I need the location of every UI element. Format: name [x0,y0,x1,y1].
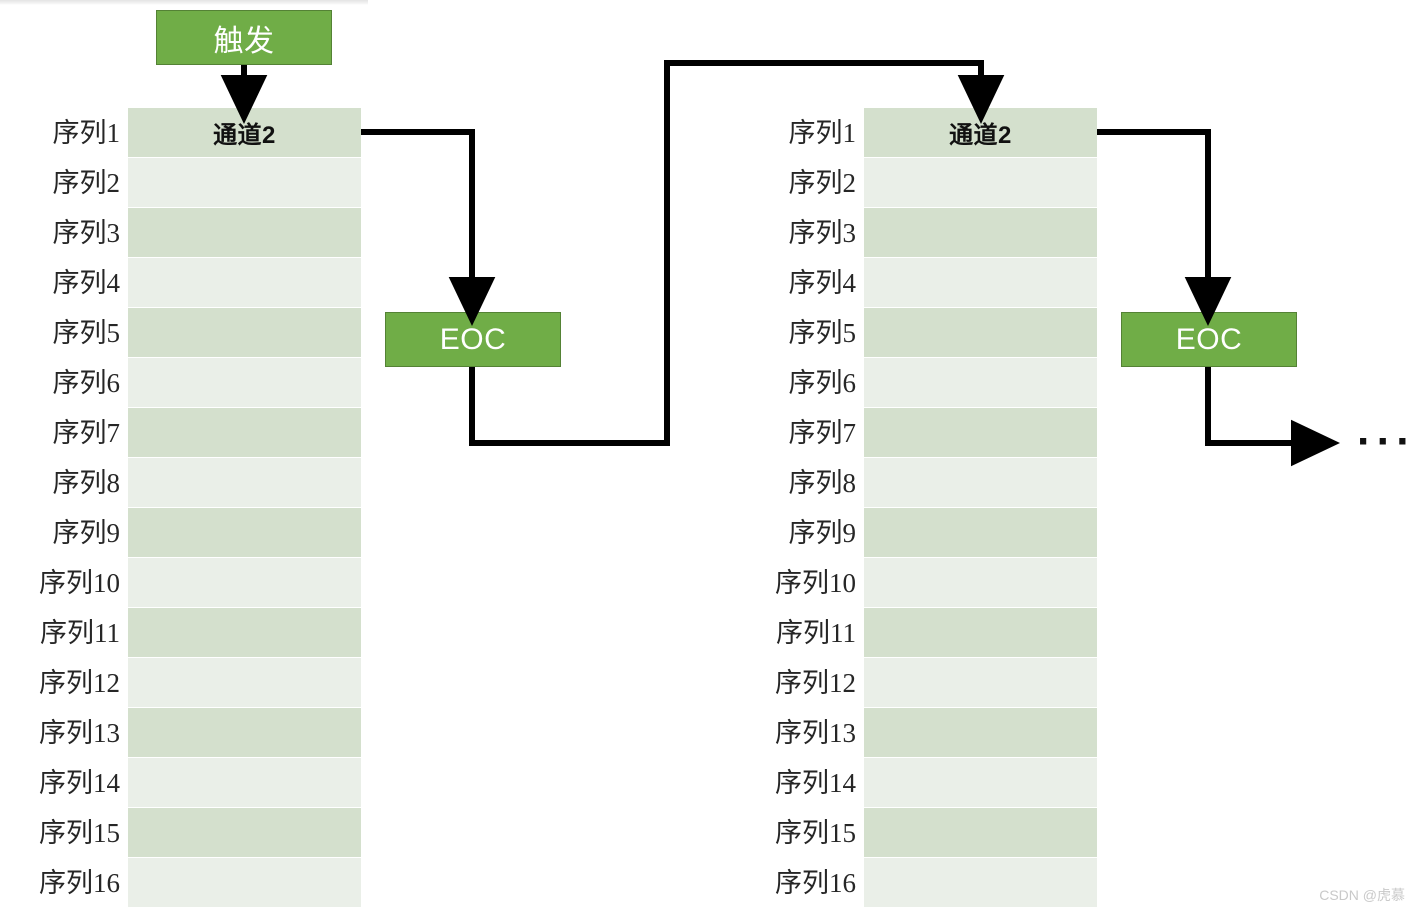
sequence-label: 序列2 [788,168,857,198]
sequence-label: 序列14 [39,768,120,798]
sequence-cell [864,258,1097,307]
sequence-table-2: 通道2 [864,108,1097,908]
sequence-cell [128,158,361,207]
sequence-cell [864,608,1097,657]
sequence-cell [128,308,361,357]
sequence-cell [864,558,1097,607]
sequence-cell [128,458,361,507]
sequence-label: 序列15 [39,818,120,848]
sequence-label: 序列10 [39,568,120,598]
sequence-label: 序列1 [788,118,857,148]
sequence-cell [128,808,361,857]
top-edge-band [0,0,368,5]
sequence-cell [128,708,361,757]
sequence-cell [864,308,1097,357]
sequence-label-column-2: 序列1 序列2 序列3 序列4 序列5 序列6 序列7 序列8 序列9 序列10… [736,108,856,908]
sequence-label: 序列6 [52,368,121,398]
wire-channel1-to-eoc1 [361,129,496,327]
sequence-label: 序列8 [52,468,121,498]
sequence-table-1: 通道2 [128,108,361,908]
sequence-label: 序列7 [52,418,121,448]
sequence-cell [128,408,361,457]
sequence-cell [864,708,1097,757]
sequence-label: 序列16 [39,868,120,898]
sequence-label: 序列4 [52,268,121,298]
sequence-label: 序列15 [775,818,856,848]
sequence-cell [128,508,361,557]
sequence-label: 序列13 [775,718,856,748]
sequence-cell [864,508,1097,557]
sequence-label: 序列11 [40,618,120,648]
sequence-cell [864,358,1097,407]
sequence-label: 序列2 [52,168,121,198]
sequence-cell [864,758,1097,807]
sequence-cell [128,358,361,407]
sequence-cell [128,658,361,707]
sequence-label: 序列12 [775,668,856,698]
eoc-box-1[interactable]: EOC [385,312,561,367]
sequence-label: 序列14 [775,768,856,798]
sequence-label: 序列4 [788,268,857,298]
sequence-label: 序列10 [775,568,856,598]
sequence-cell [864,458,1097,507]
sequence-label: 序列6 [788,368,857,398]
sequence-cell [864,158,1097,207]
sequence-cell [864,858,1097,907]
sequence-cell [128,858,361,907]
sequence-label: 序列13 [39,718,120,748]
sequence-label: 序列12 [39,668,120,698]
sequence-cell [864,408,1097,457]
eoc-box-2[interactable]: EOC [1121,312,1297,367]
sequence-label: 序列11 [776,618,856,648]
sequence-label-column-1: 序列1 序列2 序列3 序列4 序列5 序列6 序列7 序列8 序列9 序列10… [0,108,120,908]
sequence-label: 序列5 [52,318,121,348]
channel-header-2: 通道2 [864,108,1097,157]
sequence-label: 序列7 [788,418,857,448]
sequence-cell [128,558,361,607]
watermark-text: CSDN @虎慕 [1319,887,1405,903]
trigger-box[interactable]: 触发 [156,10,332,65]
wire-eoc2-to-continuation [1205,367,1341,467]
sequence-label: 序列1 [52,118,121,148]
sequence-label: 序列16 [775,868,856,898]
sequence-label: 序列3 [788,218,857,248]
sequence-cell [864,208,1097,257]
channel-header-1: 通道2 [128,108,361,157]
wire-channel2-to-eoc2 [1097,129,1232,327]
sequence-label: 序列5 [788,318,857,348]
sequence-label: 序列9 [788,518,857,548]
continuation-ellipsis: ··· [1357,417,1416,466]
sequence-label: 序列3 [52,218,121,248]
sequence-cell [864,808,1097,857]
sequence-label: 序列8 [788,468,857,498]
sequence-cell [128,208,361,257]
sequence-label: 序列9 [52,518,121,548]
sequence-cell [128,608,361,657]
sequence-cell [128,258,361,307]
sequence-cell [864,658,1097,707]
sequence-cell [128,758,361,807]
